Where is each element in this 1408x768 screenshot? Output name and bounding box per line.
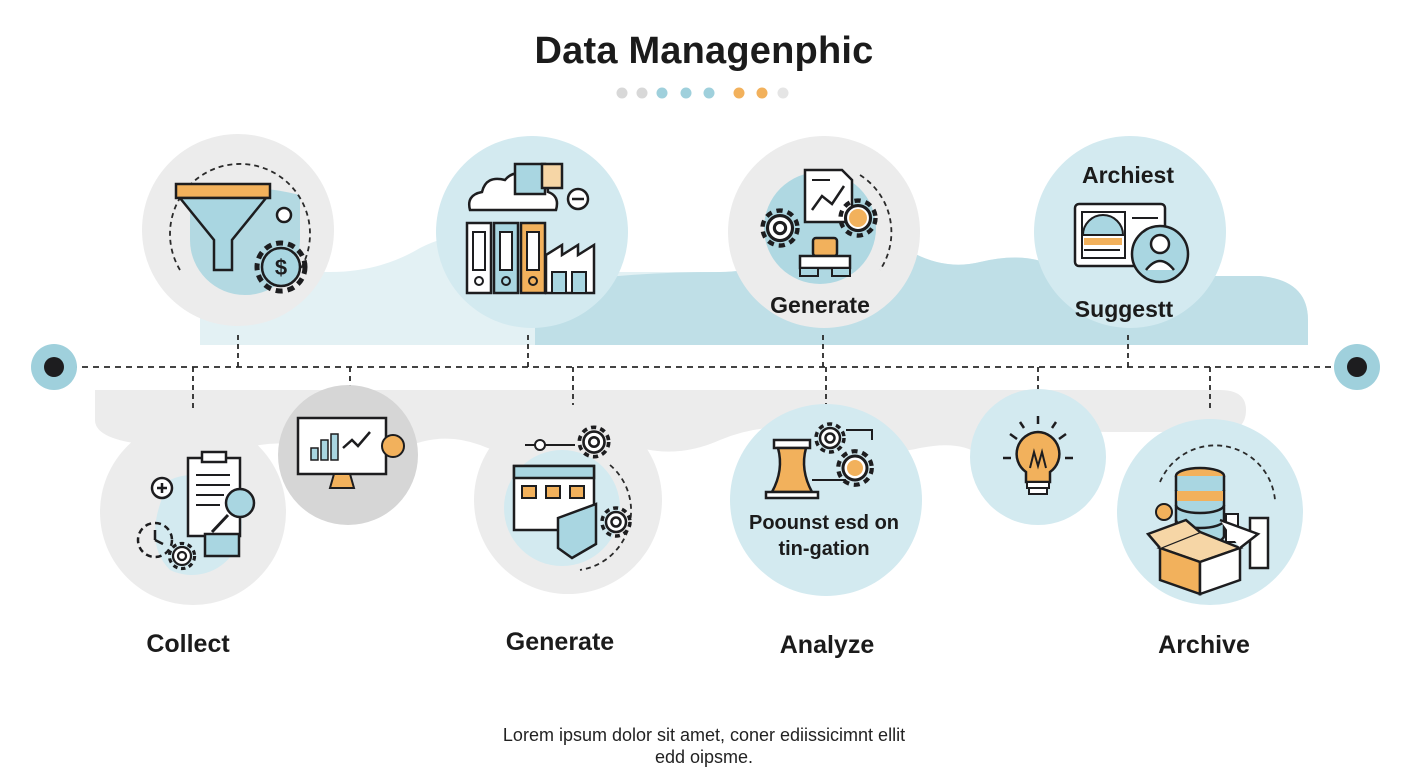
cooling-tower-icon: [764, 438, 820, 500]
stage-circle-monitor: [278, 385, 418, 525]
binders-icon: [465, 221, 547, 295]
page-title: Data Managenphic: [534, 30, 874, 72]
footer-caption: Lorem ipsum dolor sit amet, coner ediiss…: [0, 724, 1408, 768]
label-generate-bottom: Generate: [505, 628, 615, 656]
clipboard-icon: [186, 450, 256, 558]
title-dots: [616, 87, 789, 99]
clock-icon: [136, 521, 174, 559]
funnel-icon: [174, 182, 272, 272]
stage-circle-idea: [970, 389, 1106, 525]
label-generate-top: Generate: [770, 292, 870, 318]
timeline-start-node: [31, 344, 77, 390]
stage-circle-generate-bottom: [474, 406, 662, 594]
stage-circle-poust: [730, 404, 922, 596]
user-icon: [1130, 224, 1190, 284]
chart-document-icon: [803, 168, 854, 224]
label-collect: Collect: [146, 630, 230, 658]
workstation-icon: [798, 236, 852, 277]
footer-line-2: edd oipsme.: [654, 747, 754, 767]
timeline: [60, 335, 1350, 410]
stage-circle-archiest: [1034, 136, 1226, 328]
label-poust-line2: tin-gation: [778, 538, 870, 560]
stage-circle-archive: [1117, 419, 1303, 605]
stage-circle-funnel: $: [142, 134, 334, 326]
footer-line-1: Lorem ipsum dolor sit amet, coner ediiss…: [502, 725, 906, 745]
factory-icon: [544, 242, 596, 295]
dollar-gear-icon: $: [254, 240, 308, 294]
label-analyze: Analyze: [779, 631, 875, 659]
browser-window-icon: [512, 464, 598, 560]
monitor-chart-icon: [296, 416, 405, 489]
lightbulb-icon: [1003, 416, 1073, 495]
stage-circle-storage: [436, 136, 628, 328]
timeline-end-node: [1334, 344, 1380, 390]
stage-circle-collect: [100, 419, 286, 605]
label-archive: Archive: [1158, 631, 1250, 659]
box-icon: [1145, 518, 1261, 596]
stage-circle-generate: [728, 136, 920, 328]
label-suggest: Suggestt: [1074, 296, 1174, 322]
label-archiest: Archiest: [1081, 162, 1175, 188]
label-poust-line1: Poounst esd on: [749, 512, 899, 534]
svg-text:$: $: [275, 255, 287, 280]
